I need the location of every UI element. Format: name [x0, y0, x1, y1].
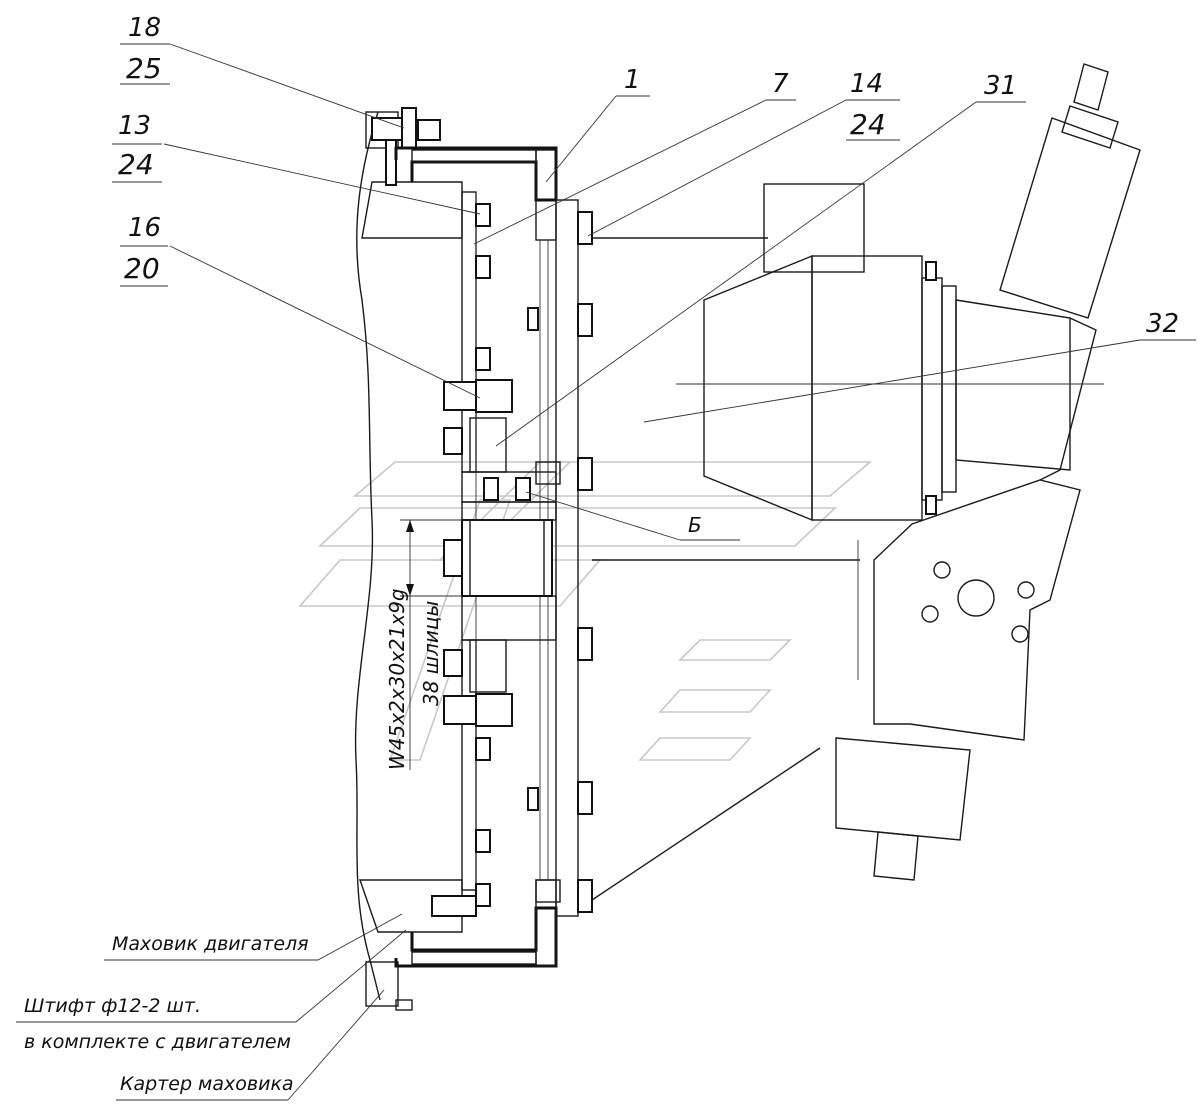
callout-B: Б: [688, 513, 702, 537]
note-pin-line2: в комплекте с двигателем: [24, 1031, 291, 1053]
callout-24a: 24: [118, 148, 154, 181]
spline-dimension: [400, 519, 462, 770]
flange-bolts: [577, 211, 593, 913]
pump-cylinder-31: [999, 63, 1141, 481]
callout-14-24: 14 24: [846, 69, 900, 141]
callout-7: 7: [772, 69, 789, 99]
callout-31: 31: [984, 71, 1017, 101]
callout-20: 20: [124, 252, 160, 285]
callout-18-25: 18 25: [120, 13, 170, 85]
callout-13-24: 13 24: [112, 111, 162, 183]
note-pin-line1: Штифт ф12-2 шт.: [24, 995, 201, 1017]
callout-32: 32: [1146, 309, 1179, 339]
spline-spec: W45x2x30x21x9g: [385, 588, 409, 770]
callout-16-20: 16 20: [120, 213, 168, 287]
callout-1: 1: [624, 65, 641, 95]
callout-25: 25: [126, 52, 162, 85]
pump-adapter-body: [591, 237, 860, 901]
callout-14: 14: [850, 69, 883, 99]
bolt-18: [371, 107, 441, 186]
leader-lines: [16, 43, 1196, 1101]
valve-block: [835, 479, 1081, 881]
callout-24b: 24: [850, 108, 886, 141]
spline-hub: [461, 417, 557, 693]
disc-bolts: [431, 203, 539, 917]
callout-13: 13: [118, 111, 151, 141]
note-flywheel: Маховик двигателя: [112, 933, 309, 955]
callout-16: 16: [128, 213, 161, 243]
callout-18: 18: [128, 13, 161, 43]
hydraulic-motor-32: [703, 183, 1071, 522]
adapter-housing-1: [394, 146, 558, 1011]
note-housing: Картер маховика: [120, 1073, 294, 1095]
spline-note: 38 шлицы: [419, 601, 443, 706]
